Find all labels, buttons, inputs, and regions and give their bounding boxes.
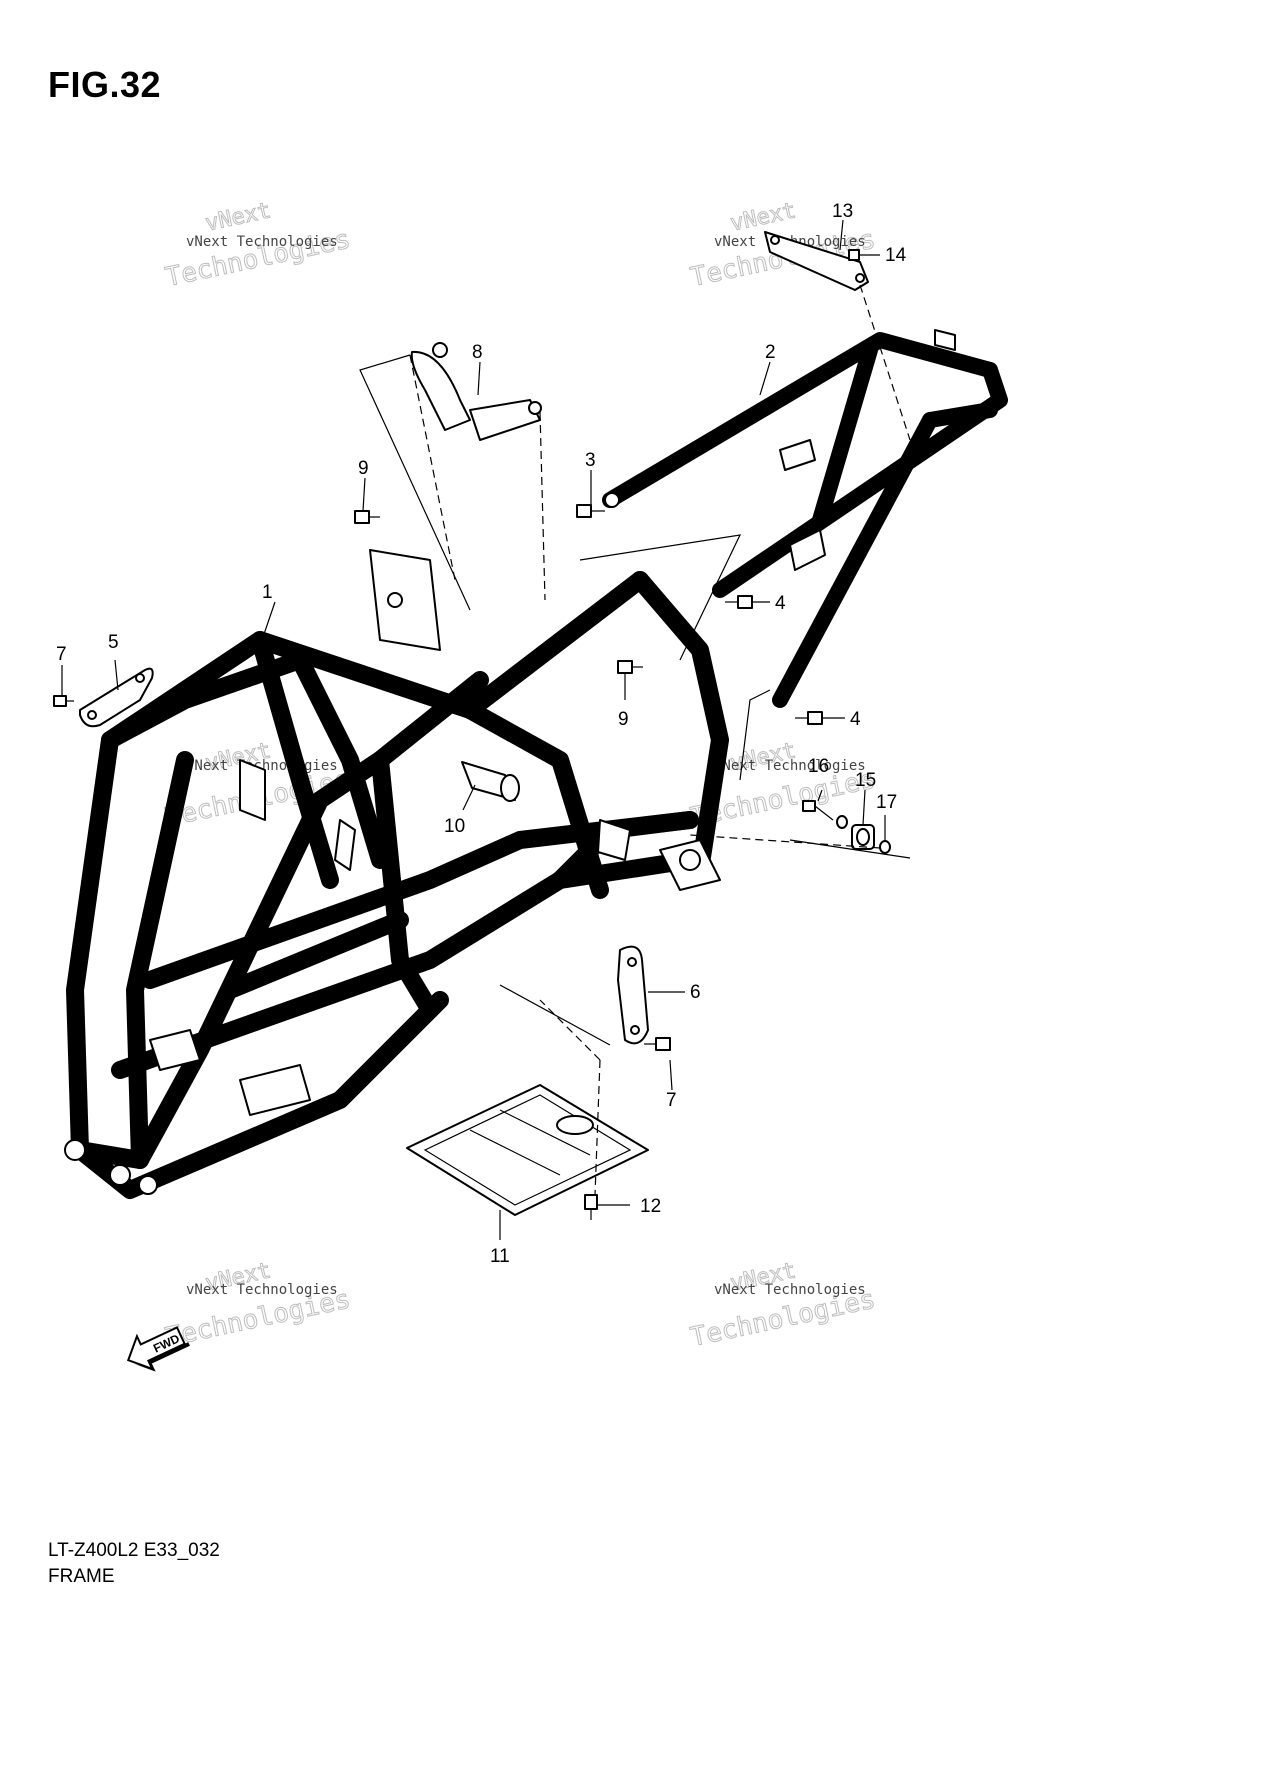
bracket-13 (764, 231, 869, 291)
watermark: vNext Technologies (688, 1258, 879, 1354)
callout-7a: 7 (56, 644, 67, 665)
callout-6: 6 (690, 982, 701, 1003)
callout-4b: 4 (850, 709, 861, 730)
bolt-7-right (644, 1037, 671, 1051)
callout-labels: 1 2 3 4 4 5 6 7 7 8 9 9 10 11 12 13 14 1… (56, 201, 907, 1267)
callout-9b: 9 (618, 709, 629, 730)
callout-7b: 7 (666, 1090, 677, 1111)
bracket-6 (617, 945, 649, 1045)
callout-12: 12 (640, 1196, 661, 1217)
model-code: LT-Z400L2 E33_032 (48, 1540, 220, 1561)
bolt-12 (584, 1194, 598, 1220)
watermark-line2: vNext Technologies (714, 758, 866, 774)
figure-name: FRAME (48, 1566, 115, 1587)
callout-13: 13 (832, 201, 853, 222)
nut-14 (848, 249, 860, 261)
washer-17-left (836, 815, 848, 829)
callout-15: 15 (855, 770, 876, 791)
bracket-5 (79, 667, 154, 728)
bolt-7-left (53, 695, 74, 707)
watermark-line2: vNext Technologies (714, 1282, 866, 1298)
washer-17-right (879, 840, 891, 854)
callout-5: 5 (108, 632, 119, 653)
callout-2: 2 (765, 342, 776, 363)
callout-4a: 4 (775, 593, 786, 614)
bracket-8 (410, 342, 542, 441)
main-frame (64, 549, 729, 1199)
callout-16: 16 (808, 756, 829, 777)
watermark-line1: vNext (728, 198, 798, 236)
bolt-9-middle (617, 660, 643, 674)
bolt-9-upper (354, 510, 380, 524)
bolt-4-upper (725, 595, 753, 609)
bolt-4-lower (795, 711, 823, 725)
bolt-3 (576, 504, 605, 518)
callout-9a: 9 (358, 458, 369, 479)
callout-1: 1 (262, 582, 273, 603)
callout-3: 3 (585, 450, 596, 471)
skid-plate-11 (406, 1084, 649, 1216)
rear-sub-frame (602, 329, 1008, 708)
callout-11: 11 (490, 1246, 510, 1267)
bumper-10 (461, 761, 520, 802)
watermark: vNext Technologies (163, 1258, 354, 1354)
callout-17: 17 (876, 792, 897, 813)
callout-10: 10 (444, 816, 465, 837)
watermark-line2: vNext Technologies (186, 1282, 338, 1298)
watermark-line2: vNext Technologies (186, 234, 338, 250)
bolt-16 (802, 800, 834, 821)
cushion-15 (851, 824, 875, 850)
watermark-line1: vNext (203, 198, 273, 236)
figure-title: FIG.32 (48, 64, 162, 105)
callout-14: 14 (885, 245, 907, 266)
leader-lines (61, 219, 911, 1240)
callout-8: 8 (472, 342, 483, 363)
fwd-arrow-icon: FWD (126, 1326, 190, 1372)
